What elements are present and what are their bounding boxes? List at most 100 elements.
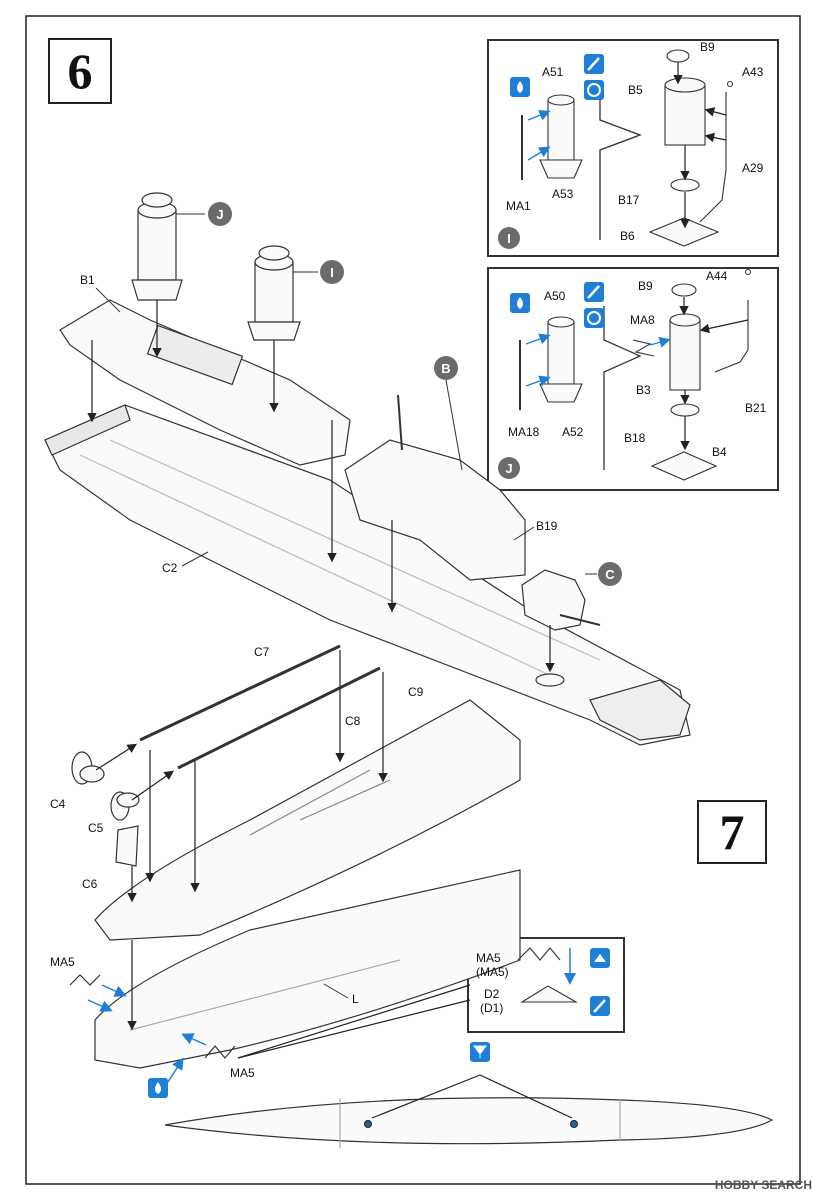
label-b3: B3 <box>636 383 651 397</box>
label-ma5-left: MA5 <box>50 955 75 969</box>
step-7-number: 7 <box>697 800 767 864</box>
torpedo-launcher <box>146 324 244 386</box>
base-b6 <box>648 217 720 247</box>
label-d2-alt: (D1) <box>480 1001 503 1015</box>
turret-ring <box>535 673 565 687</box>
label-ma8: MA8 <box>630 313 655 327</box>
label-ma5-alt: (MA5) <box>476 965 509 979</box>
lower-hull-l <box>94 869 521 1069</box>
label-a53: A53 <box>552 187 574 201</box>
pipe-a29 <box>699 92 727 223</box>
label-b18: B18 <box>624 431 646 445</box>
callout-i-badge <box>320 260 344 284</box>
callout-badges: J I B C <box>176 202 622 586</box>
inset-ma5: MA5 (MA5) D2 (D1) <box>476 947 610 1016</box>
bridge-b19 <box>344 439 526 581</box>
glue-drop-icon <box>510 77 530 97</box>
label-c2: C2 <box>162 561 178 575</box>
inset-j-frame <box>487 267 779 491</box>
cap-b9-j <box>671 283 697 297</box>
label-a44: A44 <box>706 269 728 283</box>
deck-bow-edge <box>44 404 131 456</box>
part-d2 <box>520 985 579 1003</box>
inset-ma5-frame <box>467 937 625 1033</box>
step7-arrows <box>95 650 573 1119</box>
label-a52: A52 <box>562 425 584 439</box>
label-ma5-bottom: MA5 <box>230 1066 255 1080</box>
brush-paint-icon <box>584 282 604 302</box>
callout-b-text: B <box>441 361 450 376</box>
position-marker-icon <box>470 1042 490 1062</box>
callout-j-badge <box>208 202 232 226</box>
brush-paint-icon <box>590 996 610 1016</box>
deck-c2 <box>44 404 691 746</box>
funnel-i <box>247 245 301 341</box>
brush-paint-icon <box>584 54 604 74</box>
funnel-j <box>131 192 183 301</box>
inset-j: A50 MA18 A52 B9 A44 MA8 B3 B21 B18 B4 J <box>498 268 767 481</box>
step7-blue-arrows <box>87 948 576 1083</box>
part-a43 <box>726 80 734 88</box>
step-6-label: 6 <box>67 43 93 99</box>
inset-j-badge <box>498 457 520 479</box>
inset-i-badge <box>498 227 520 249</box>
label-a43: A43 <box>742 65 764 79</box>
inset-i-frame <box>487 39 779 257</box>
step6-labels: B1 C2 B19 <box>80 273 558 575</box>
base-a53 <box>539 159 583 179</box>
label-c7: C7 <box>254 645 270 659</box>
flip-direction-icon <box>584 308 604 328</box>
hull-assembly <box>69 644 774 1148</box>
inset-i-badge-text: I <box>507 231 511 246</box>
label-c8: C8 <box>345 714 361 728</box>
callout-j-text: J <box>216 207 223 222</box>
label-b9: B9 <box>700 40 715 54</box>
inset-i: A51 MA1 A53 B9 A43 B5 A29 B17 B6 I <box>498 40 764 249</box>
label-c9: C9 <box>408 685 424 699</box>
label-b4: B4 <box>712 445 727 459</box>
funnel-b3 <box>669 319 701 391</box>
label-b21: B21 <box>745 401 767 415</box>
pipe-b21 <box>714 300 749 373</box>
hobby-search-watermark: HOBBY SEARCH <box>714 1178 812 1192</box>
label-c6: C6 <box>82 877 98 891</box>
base-a52 <box>539 383 583 403</box>
part-ma5-left <box>69 974 101 986</box>
step7-labels: C7 C8 C9 C4 C5 C6 MA5 MA5 L <box>50 645 424 1080</box>
shaft-c8 <box>177 666 381 770</box>
base-b4 <box>650 451 718 481</box>
part-a44 <box>744 268 752 276</box>
flip-direction-icon <box>584 80 604 100</box>
page-border <box>25 15 801 1185</box>
step-6-number: 6 <box>48 38 112 104</box>
part-ma5-bottom <box>204 1045 236 1059</box>
label-b1: B1 <box>80 273 95 287</box>
label-b17: B17 <box>618 193 640 207</box>
mast <box>397 394 403 451</box>
funnel-b5 <box>664 84 706 146</box>
glue-drop-icon <box>148 1078 168 1098</box>
label-ma1: MA1 <box>506 199 531 213</box>
marker-2 <box>569 1119 579 1129</box>
funnel-a50 <box>547 321 575 385</box>
part-ma8 <box>632 339 655 357</box>
callout-c-text: C <box>605 567 615 582</box>
main-deck-assembly <box>44 192 691 746</box>
part-ma5-inset <box>517 947 561 961</box>
glue-drop-icon <box>510 293 530 313</box>
superstructure-b1 <box>59 299 351 466</box>
funnel-a51 <box>547 99 575 161</box>
label-a51: A51 <box>542 65 564 79</box>
callout-i-text: I <box>330 265 334 280</box>
label-ma18: MA18 <box>508 425 540 439</box>
label-ma5-inset: MA5 <box>476 951 501 965</box>
bow-fittings <box>589 679 691 741</box>
step-7-label: 7 <box>719 804 745 860</box>
shaft-c7 <box>139 644 341 742</box>
label-b6: B6 <box>620 229 635 243</box>
rudder-c6 <box>115 825 139 867</box>
upper-hull-c9 <box>94 699 521 941</box>
label-b19: B19 <box>536 519 558 533</box>
